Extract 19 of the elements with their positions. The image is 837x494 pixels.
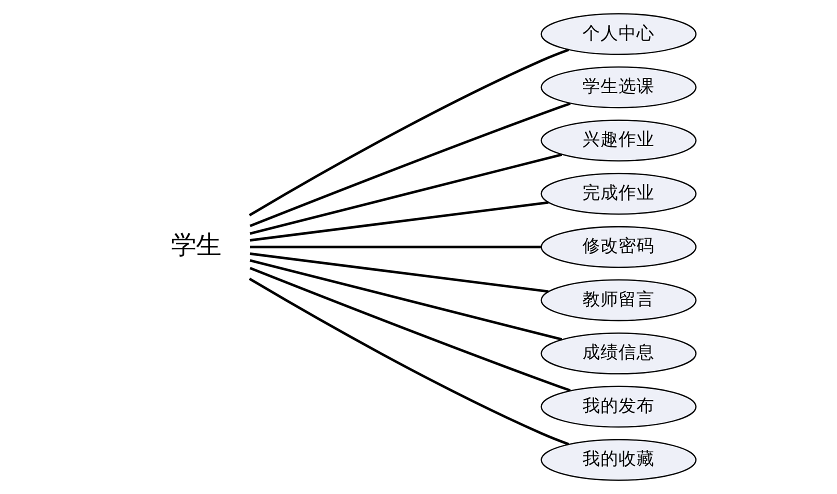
node-ellipse: 完成作业 <box>540 172 696 215</box>
connector <box>249 153 562 235</box>
connector <box>249 259 562 341</box>
node-ellipse: 个人中心 <box>540 13 696 56</box>
connector <box>249 266 570 392</box>
connector <box>248 48 569 216</box>
node-ellipse: 修改密码 <box>540 226 696 268</box>
node-ellipse: 兴趣作业 <box>540 120 696 162</box>
connector <box>248 278 569 446</box>
node-ellipse: 我的发布 <box>540 386 696 428</box>
node-ellipse: 学生选课 <box>540 66 696 108</box>
connector <box>249 201 548 242</box>
connector <box>249 252 548 293</box>
node-ellipse: 教师留言 <box>540 279 696 322</box>
connector <box>250 246 540 248</box>
node-text: 学生 <box>170 229 220 260</box>
node-ellipse: 我的收藏 <box>540 438 696 481</box>
node-ellipse: 成绩信息 <box>540 332 696 374</box>
connector <box>249 102 570 228</box>
